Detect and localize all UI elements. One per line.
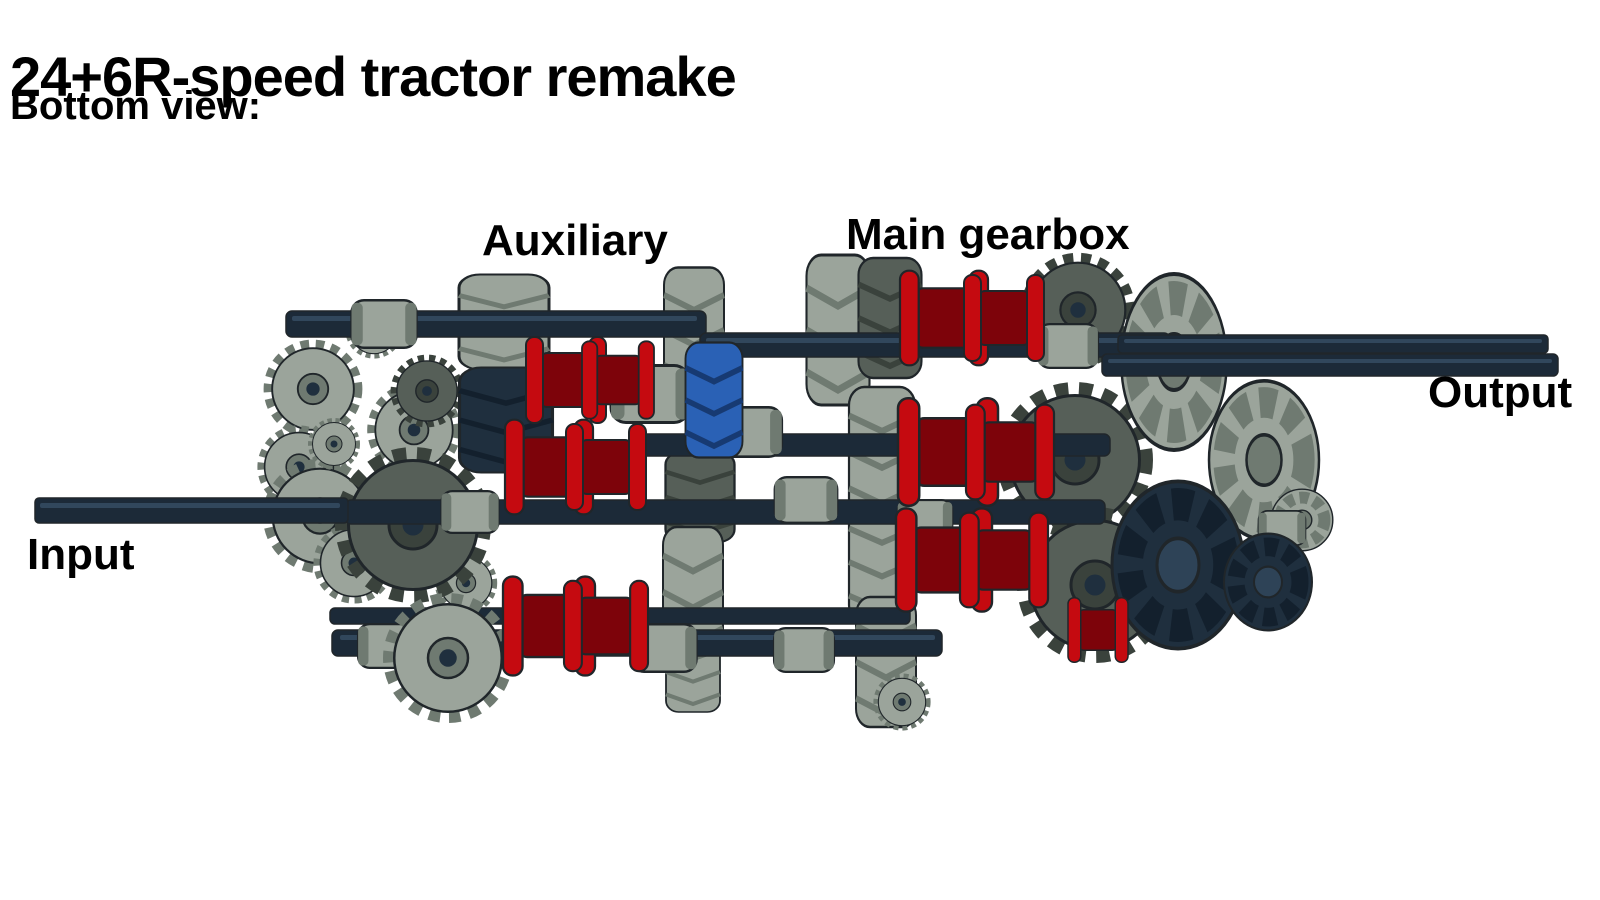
output-axle xyxy=(1101,334,1559,377)
axle-joiner xyxy=(773,476,839,524)
output-axle-bar xyxy=(1117,334,1549,354)
bushing xyxy=(350,299,418,349)
label-input: Input xyxy=(27,530,135,579)
spur-gear xyxy=(267,343,359,435)
axle-highlight xyxy=(40,503,340,508)
auxiliary-axle xyxy=(285,310,707,338)
axle-highlight xyxy=(1108,359,1552,363)
red-pulley xyxy=(562,579,650,673)
axle-highlight xyxy=(1124,339,1542,343)
label-main-gearbox: Main gearbox xyxy=(846,210,1130,259)
label-output: Output xyxy=(1428,368,1573,417)
label-auxiliary: Auxiliary xyxy=(482,216,668,265)
page-title: 24+6R-speed tractor remake xyxy=(10,44,737,108)
input-axle xyxy=(34,497,349,524)
knob-wheel xyxy=(1224,534,1312,631)
bushing xyxy=(772,627,836,673)
bushing xyxy=(440,490,500,535)
bushing xyxy=(1036,322,1100,370)
blue-clutch-gear xyxy=(686,343,743,458)
spur-gear xyxy=(388,598,508,718)
red-pulley xyxy=(565,423,647,511)
red-pulley xyxy=(958,511,1050,609)
knob-wheel xyxy=(1112,481,1244,648)
view-label: Bottom view: xyxy=(10,84,262,128)
